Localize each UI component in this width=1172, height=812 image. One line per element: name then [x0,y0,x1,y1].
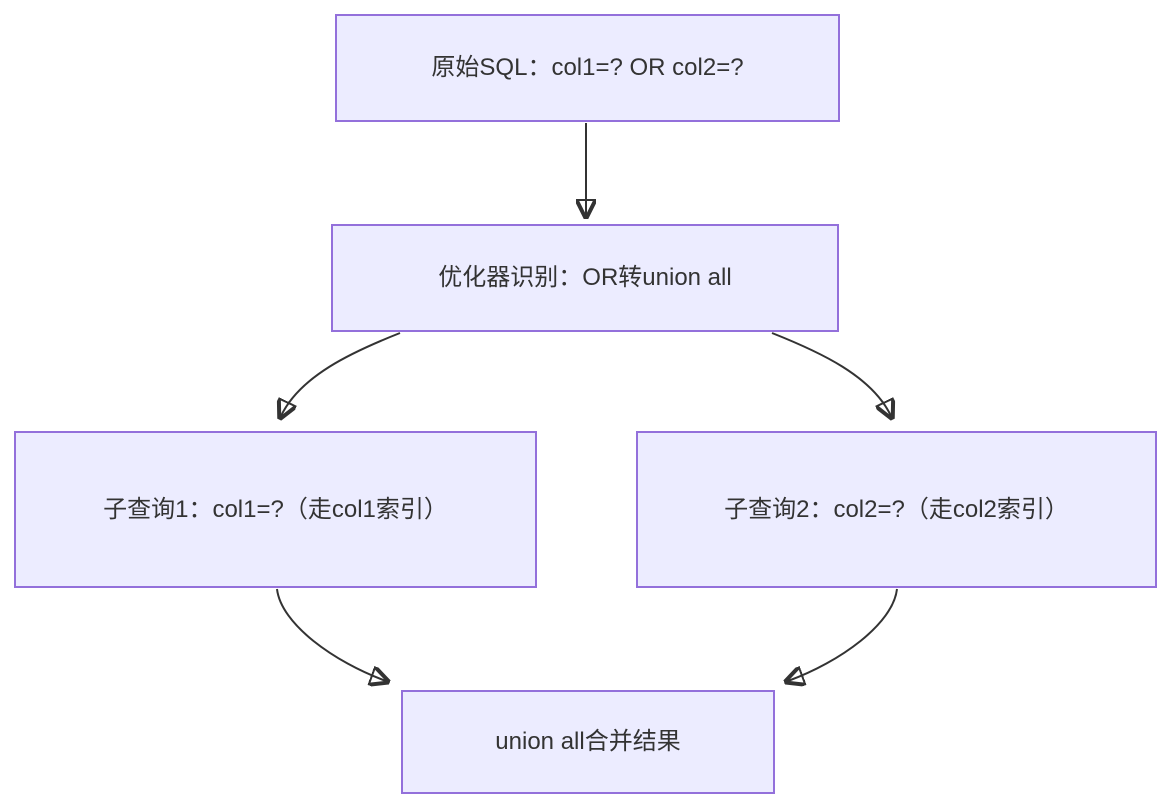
node-union-all: union all合并结果 [401,690,775,794]
node-optimizer: 优化器识别：OR转union all [331,224,839,332]
node-subquery2: 子查询2：col2=?（走col2索引） [636,431,1157,588]
node-label: 优化器识别：OR转union all [438,264,732,291]
edge-optimizer-to-subquery2 [771,332,891,416]
node-label: 原始SQL：col1=? OR col2=? [431,54,744,81]
edge-subquery1-to-union [276,588,386,681]
node-original-sql: 原始SQL：col1=? OR col2=? [335,14,840,122]
node-label: 子查询2：col2=?（走col2索引） [724,495,1069,523]
node-label: 子查询1：col1=?（走col1索引） [103,495,448,523]
edge-optimizer-to-subquery1 [281,332,401,416]
node-label: union all合并结果 [495,728,681,755]
node-subquery1: 子查询1：col1=?（走col1索引） [14,431,537,588]
edge-subquery2-to-union [788,588,898,681]
